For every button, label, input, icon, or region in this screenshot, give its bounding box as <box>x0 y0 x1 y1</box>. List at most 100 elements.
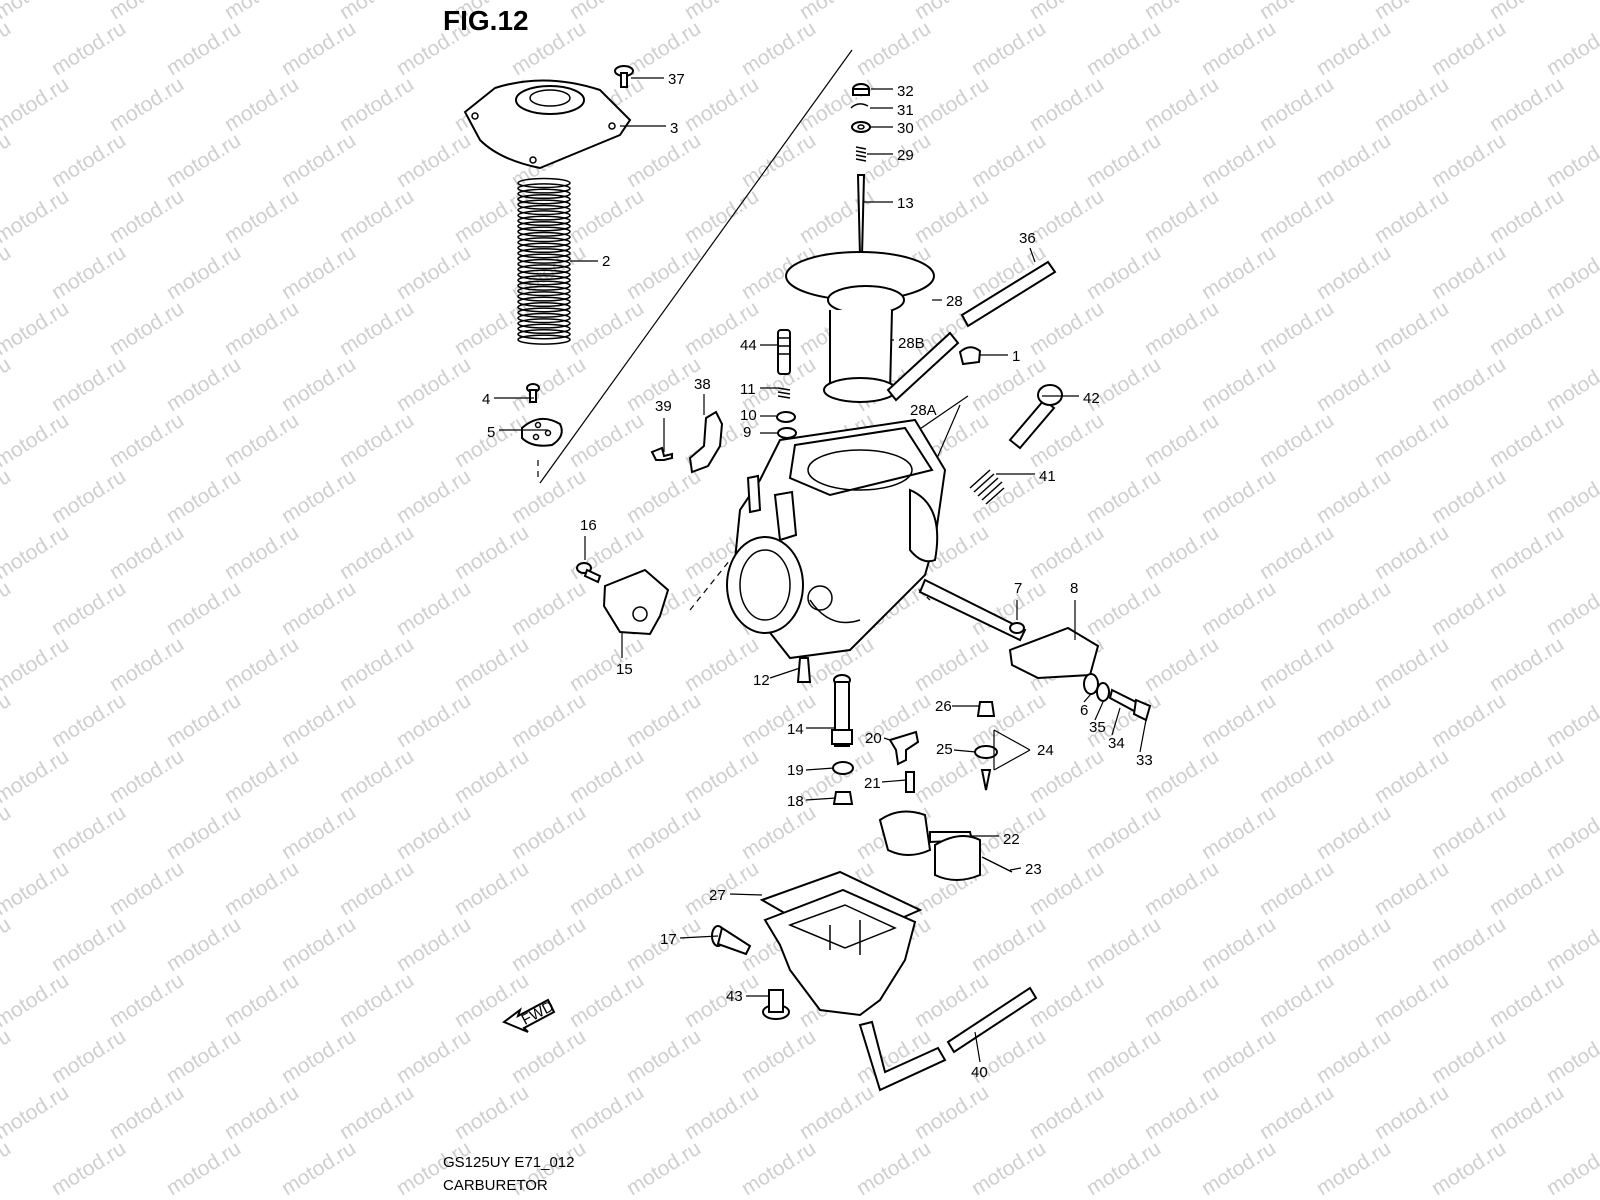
watermark-text: motod.ru <box>967 1137 1049 1200</box>
watermark-text: motod.ru <box>1427 129 1509 192</box>
spring-coil <box>517 177 571 189</box>
watermark-text: motod.ru <box>335 185 417 248</box>
watermark-text: motod.ru <box>1427 1137 1509 1200</box>
watermark-text: motod.ru <box>450 745 532 808</box>
watermark-text: motod.ru <box>392 1025 474 1088</box>
screw-4-part <box>526 383 540 403</box>
leader-line <box>1029 247 1036 263</box>
watermark-text: motod.ru <box>277 689 359 752</box>
watermark-text: motod.ru <box>1082 913 1164 976</box>
leader-line <box>881 779 907 783</box>
watermark-text: motod.ru <box>1197 577 1279 640</box>
watermark-text: motod.ru <box>507 913 589 976</box>
callout-15: 15 <box>616 661 633 678</box>
watermark-text: motod.ru <box>680 1081 762 1144</box>
watermark-text: motod.ru <box>450 1081 532 1144</box>
watermark-text: motod.ru <box>47 913 129 976</box>
callout-36: 36 <box>1019 230 1036 247</box>
watermark-text: motod.ru <box>737 129 819 192</box>
watermark-text: motod.ru <box>1197 17 1279 80</box>
watermark-text: motod.ru <box>622 129 704 192</box>
callout-2: 2 <box>602 253 610 270</box>
watermark-text: motod.ru <box>1312 17 1394 80</box>
top-cover-part <box>463 79 632 170</box>
watermark-text: motod.ru <box>737 1025 819 1088</box>
spring-coil <box>517 204 571 216</box>
watermark-text: motod.ru <box>1485 185 1567 248</box>
spring-coil <box>517 199 571 210</box>
watermark-text: motod.ru <box>47 353 129 416</box>
watermark-text: motod.ru <box>1427 353 1509 416</box>
watermark-text: motod.ru <box>1427 801 1509 864</box>
watermark-text: motod.ru <box>1140 297 1222 360</box>
watermark-text: motod.ru <box>277 801 359 864</box>
watermark-text: motod.ru <box>0 17 15 80</box>
leader-line <box>1111 707 1121 736</box>
spring-coil <box>517 328 571 340</box>
callout-9: 9 <box>743 424 751 441</box>
watermark-text: motod.ru <box>1255 185 1337 248</box>
watermark-text: motod.ru <box>162 241 244 304</box>
watermark-text: motod.ru <box>0 521 73 584</box>
screw-37-part <box>614 65 634 88</box>
watermark-text: motod.ru <box>1485 521 1567 584</box>
screw-17-part <box>711 925 752 956</box>
watermark-text: motod.ru <box>1542 801 1600 864</box>
watermark-text: motod.ru <box>1370 1081 1452 1144</box>
watermark-text: motod.ru <box>1542 577 1600 640</box>
watermark-text: motod.ru <box>277 17 359 80</box>
callout-20: 20 <box>865 730 882 747</box>
model-code-caption: GS125UY E71_012 <box>443 1154 575 1171</box>
watermark-text: motod.ru <box>1427 465 1509 528</box>
watermark-text: motod.ru <box>1255 73 1337 136</box>
watermark-text: motod.ru <box>1025 185 1107 248</box>
watermark-text: motod.ru <box>1025 969 1107 1032</box>
watermark-text: motod.ru <box>1370 521 1452 584</box>
callout-16: 16 <box>580 517 597 534</box>
callout-39: 39 <box>655 398 672 415</box>
watermark-text: motod.ru <box>335 73 417 136</box>
callout-11: 11 <box>740 381 756 398</box>
watermark-text: motod.ru <box>967 913 1049 976</box>
watermark-text: motod.ru <box>1312 1025 1394 1088</box>
callout-12: 12 <box>753 672 770 689</box>
leader-line <box>883 737 891 741</box>
watermark-text: motod.ru <box>47 17 129 80</box>
watermark-text: motod.ru <box>47 689 129 752</box>
watermark-text: motod.ru <box>680 745 762 808</box>
watermark-text: motod.ru <box>1197 801 1279 864</box>
watermark-text: motod.ru <box>1542 17 1600 80</box>
watermark-text: motod.ru <box>680 73 762 136</box>
spring-coil <box>517 296 571 308</box>
callout-43: 43 <box>726 988 743 1005</box>
fwd-arrow-icon: FWD <box>502 998 557 1033</box>
watermark-text: motod.ru <box>565 857 647 920</box>
callout-24: 24 <box>1037 742 1054 759</box>
watermark-text: motod.ru <box>220 1081 302 1144</box>
leader-line <box>805 797 837 801</box>
watermark-text: motod.ru <box>105 521 187 584</box>
spring-coil <box>517 242 571 254</box>
watermark-text: motod.ru <box>507 689 589 752</box>
watermark-text: motod.ru <box>1485 745 1567 808</box>
callout-40: 40 <box>971 1064 988 1081</box>
watermark-text: motod.ru <box>1370 73 1452 136</box>
watermark-text: motod.ru <box>0 465 15 528</box>
watermark-text: motod.ru <box>47 801 129 864</box>
watermark-text: motod.ru <box>450 857 532 920</box>
watermark-text: motod.ru <box>162 353 244 416</box>
watermark-text: motod.ru <box>1312 353 1394 416</box>
watermark-text: motod.ru <box>335 521 417 584</box>
float-pin-20-part <box>888 730 920 793</box>
watermark-text: motod.ru <box>1485 857 1567 920</box>
watermark-text: motod.ru <box>507 353 589 416</box>
callout-6: 6 <box>1080 702 1088 719</box>
watermark-text: motod.ru <box>392 129 474 192</box>
needle-jet-14-part <box>831 674 854 805</box>
watermark-text: motod.ru <box>1140 521 1222 584</box>
watermark-text: motod.ru <box>1312 801 1394 864</box>
watermark-text: motod.ru <box>220 521 302 584</box>
spring-41-part <box>969 469 1005 505</box>
watermark-text: motod.ru <box>392 577 474 640</box>
spring-coil <box>517 312 571 324</box>
